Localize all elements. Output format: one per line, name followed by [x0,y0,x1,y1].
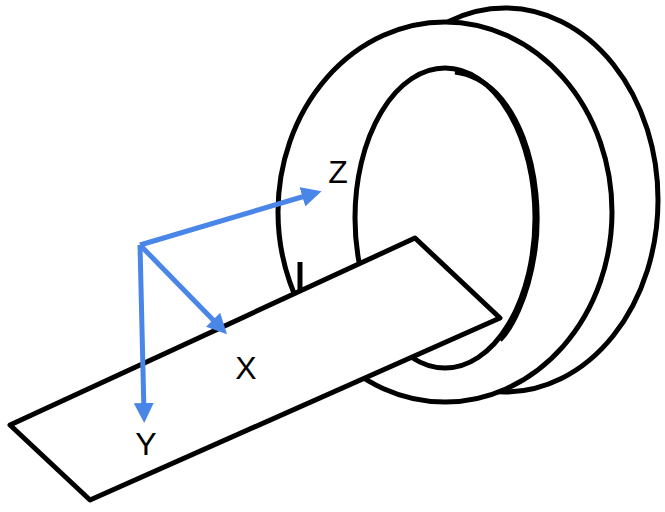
y-axis-arrow [140,245,144,413]
axis-label: Z [328,156,348,188]
z-axis-arrow [140,194,312,245]
axis-label: X [235,352,256,384]
axis-label: Y [135,428,156,460]
ring-edge [298,262,303,292]
patient-table [10,238,500,500]
x-axis-arrow [140,245,220,327]
